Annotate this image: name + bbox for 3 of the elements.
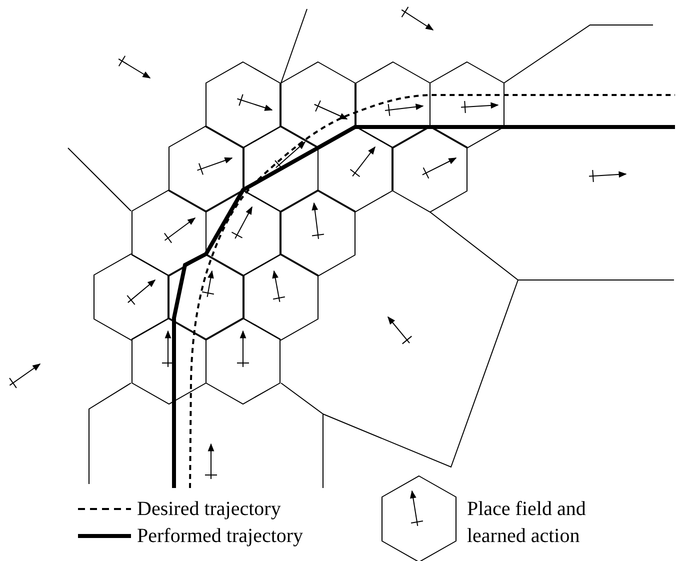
legend-label: Desired trajectory [137,497,281,522]
legend-label: Place field and learned action [467,497,587,549]
legend-label: Performed trajectory [137,524,304,549]
